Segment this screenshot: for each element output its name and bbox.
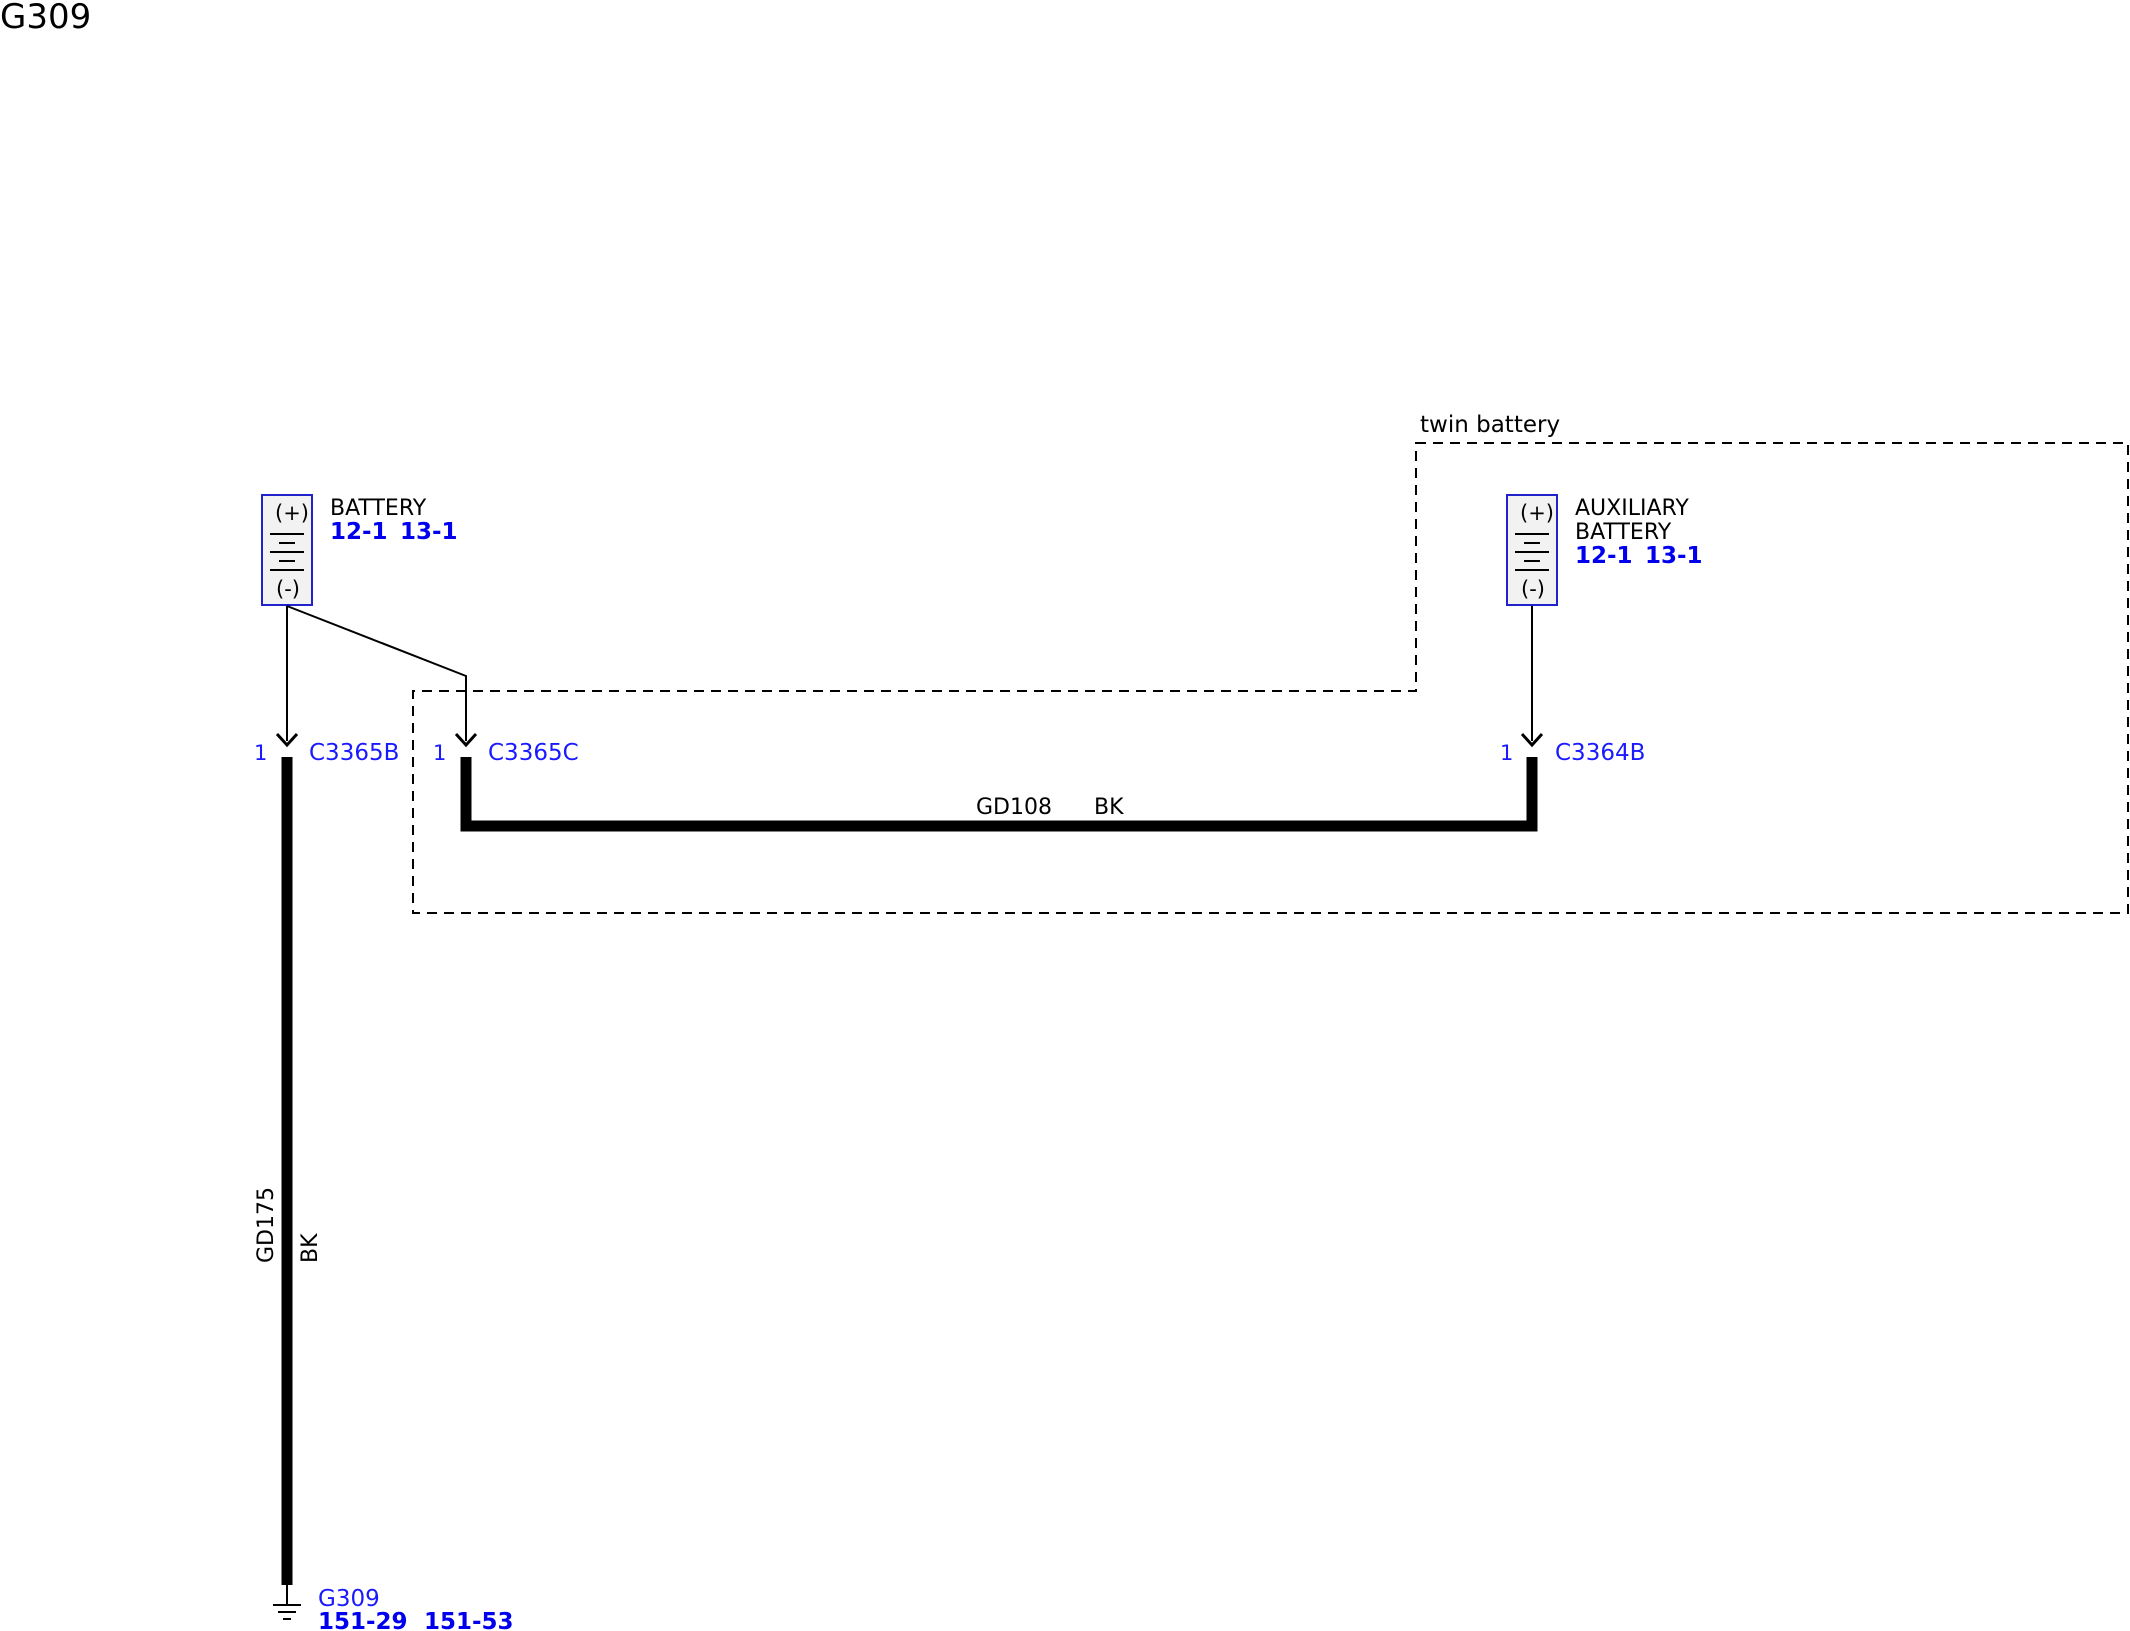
- battery-cells-icon: [270, 533, 304, 571]
- ground-name[interactable]: G309: [318, 1586, 380, 1612]
- twin-battery-region: [412, 442, 2129, 914]
- connector-arrow-icon: [275, 732, 1544, 748]
- wire-gd108: [460, 757, 1538, 832]
- battery-plus-label: (+): [275, 501, 309, 525]
- aux-battery-minus-label: (-): [1521, 577, 1545, 601]
- aux-battery-name-line1: AUXILIARY: [1575, 496, 1689, 521]
- twin-battery-label: twin battery: [1420, 412, 1560, 438]
- aux-battery-symbol: (+) (-): [1506, 494, 1558, 606]
- wire-gd175-color: BK: [298, 1233, 323, 1263]
- wire-gd108-color: BK: [1094, 795, 1124, 820]
- ground-ref-1[interactable]: 151-29: [318, 1609, 408, 1631]
- page-title: G309: [0, 0, 91, 37]
- battery-box: [261, 494, 313, 606]
- connector-c3364b-name[interactable]: C3364B: [1555, 740, 1645, 766]
- connector-c3365c-pin: 1: [433, 741, 446, 765]
- aux-battery-name-line2: BATTERY: [1575, 520, 1672, 545]
- ground-icon: [273, 1585, 301, 1620]
- battery-name: BATTERY: [330, 496, 427, 521]
- aux-battery-cells-icon: [1515, 533, 1549, 571]
- connector-c3365b-name[interactable]: C3365B: [309, 740, 399, 766]
- battery-symbol: (+) (-): [261, 494, 313, 606]
- aux-battery-ref-1[interactable]: 12-1: [1575, 543, 1633, 569]
- connector-c3365c-name[interactable]: C3365C: [488, 740, 579, 766]
- wire-gd108-circuit: GD108: [976, 795, 1052, 820]
- connector-c3364b-pin: 1: [1500, 741, 1513, 765]
- battery-leads: [286, 605, 1533, 741]
- connector-c3365b-pin: 1: [254, 741, 267, 765]
- ground-ref-2[interactable]: 151-53: [424, 1609, 514, 1631]
- battery-ref-1[interactable]: 12-1: [330, 519, 388, 545]
- aux-battery-ref-2[interactable]: 13-1: [1645, 543, 1703, 569]
- battery-minus-label: (-): [276, 577, 300, 601]
- aux-battery-box: [1506, 494, 1558, 606]
- battery-ref-2[interactable]: 13-1: [400, 519, 458, 545]
- wire-gd175-circuit: GD175: [254, 1187, 279, 1263]
- aux-battery-plus-label: (+): [1520, 501, 1554, 525]
